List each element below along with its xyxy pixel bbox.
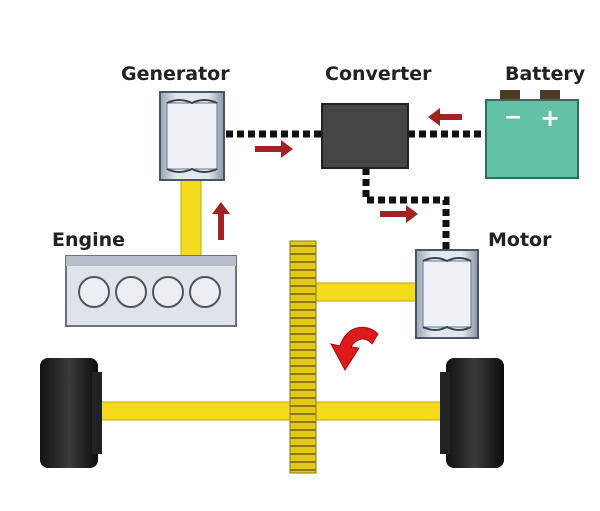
flow-arrow-icon bbox=[212, 202, 230, 240]
axle-shaft bbox=[94, 401, 456, 421]
converter-unit bbox=[321, 103, 409, 169]
left-wheel bbox=[40, 358, 102, 468]
engine-cylinder bbox=[115, 276, 147, 308]
generator-unit bbox=[159, 91, 225, 181]
engine-block bbox=[65, 255, 237, 327]
engine-cylinder bbox=[152, 276, 184, 308]
engine-label: Engine bbox=[52, 229, 125, 251]
generator-label: Generator bbox=[121, 63, 230, 85]
battery-negative-icon: − bbox=[504, 105, 522, 130]
rotation-arrow-icon bbox=[330, 326, 379, 371]
flow-arrow-icon bbox=[428, 108, 462, 126]
engine-generator-shaft bbox=[180, 179, 202, 257]
converter-label: Converter bbox=[325, 63, 432, 85]
motor-output-shaft bbox=[309, 282, 423, 302]
gear bbox=[289, 240, 317, 474]
engine-cylinder bbox=[189, 276, 221, 308]
flow-arrow-icon bbox=[380, 205, 418, 223]
motor-unit bbox=[415, 249, 479, 339]
battery-label: Battery bbox=[505, 63, 586, 85]
right-wheel bbox=[440, 358, 504, 468]
wire-converter-motor bbox=[362, 168, 450, 250]
flow-arrow-icon bbox=[255, 140, 293, 158]
battery-unit: − + bbox=[485, 90, 579, 179]
motor-label: Motor bbox=[488, 229, 552, 251]
engine-cylinder bbox=[78, 276, 110, 308]
battery-positive-icon: + bbox=[540, 104, 560, 132]
